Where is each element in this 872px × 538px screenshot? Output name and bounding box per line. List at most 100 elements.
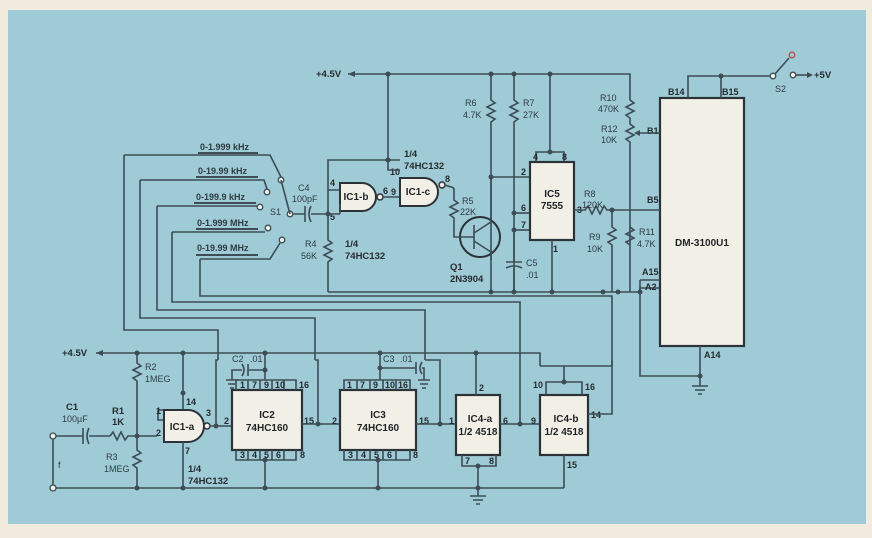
label-components-r10-ref: R10 <box>600 93 617 103</box>
label-components-c3-ref: C3 <box>383 354 395 364</box>
label-pins-ic2_bottom-2: 5 <box>264 450 269 460</box>
resistor-r6: R6 4.7K <box>463 74 497 260</box>
label-pins-ic2_bottom-3: 6 <box>276 450 281 460</box>
label-components-c1-ref: C1 <box>66 402 79 413</box>
ic4a-chip: IC4-a 1/2 4518 2 1 6 7 8 <box>449 383 508 467</box>
label-pins-dpm-3: B5 <box>647 195 659 205</box>
resistor-r7: R7 27K <box>508 74 539 292</box>
label-components-r9-value: 10K <box>587 244 603 254</box>
label-components-r6-ref: R6 <box>465 98 477 108</box>
power-switch-s2[interactable]: S2 +5V <box>769 51 832 94</box>
label-components-c4-ref: C4 <box>298 183 310 193</box>
label-pins-ic4b_top-0: 10 <box>533 380 543 390</box>
label-pins-ic4a_out: 6 <box>503 416 508 426</box>
label-pins-ic4b_top-1: 16 <box>585 382 595 392</box>
label-pins-ic4b_out: 14 <box>591 410 601 420</box>
label-components-c2-value: .01 <box>250 354 263 364</box>
range-switch-s1[interactable]: 0-1.999 kHz 0-19.99 kHz 0-199.9 kHz 0-1.… <box>124 142 294 260</box>
label-range_switch-ranges-2: 0-199.9 kHz <box>196 192 246 202</box>
label-components-r2-value: 1MEG <box>145 374 171 384</box>
ic3-chip: IC3 74HC160 1 7 9 10 16 3 4 5 6 8 2 15 <box>332 379 429 461</box>
capacitor-c2: C2 .01 <box>226 354 265 389</box>
arrow-icon <box>807 72 813 78</box>
label-pins-ic3_bottom-2: 5 <box>374 450 379 460</box>
top-supply-label: +4.5V <box>316 69 342 80</box>
label-pins-ic3_out: 15 <box>419 416 429 426</box>
label-components-r7-value: 27K <box>523 110 539 120</box>
label-chips-ic4b-name: IC4-b <box>554 414 579 425</box>
capacitor-c4: C4 100pF <box>290 183 340 223</box>
label-pins-ic1a-4: 14 <box>186 397 196 407</box>
label-components-r2-ref: R2 <box>145 362 157 372</box>
label-pins-ic1a-1: 2 <box>156 428 161 438</box>
ic5-chip: IC5 7555 4 8 2 6 7 3 1 <box>521 152 582 254</box>
capacitor-c1: C1 100µF <box>56 402 110 445</box>
label-chips-ic5-part: 7555 <box>541 201 564 212</box>
label-pins-ic4a_bottom-0: 7 <box>465 456 470 466</box>
label-pins-dpm-4: A15 <box>642 267 659 277</box>
label-gates-ic1a-fraction: 1/4 <box>188 464 202 475</box>
label-components-r6-value: 4.7K <box>463 110 482 120</box>
label-components-r4-value: 56K <box>301 251 317 261</box>
label-chips-ic2-part: 74HC160 <box>246 423 289 434</box>
label-components-r9-ref: R9 <box>589 232 601 242</box>
label-pins-ic5_bottom: 1 <box>553 244 558 254</box>
ic2-chip: IC2 74HC160 1 7 9 10 16 3 4 5 6 8 2 15 <box>224 379 314 461</box>
gate-ic1c: IC1-c 10 9 8 1/4 74HC132 <box>390 149 450 207</box>
label-pins-ic2_out: 15 <box>304 416 314 426</box>
label-components-r11-value: 4.7K <box>637 239 656 249</box>
ground-icon <box>692 376 708 395</box>
label-range_switch-ranges-3: 0-1.999 MHz <box>197 218 249 228</box>
label-pins-ic2_bottom-1: 4 <box>252 450 257 460</box>
label-chips-ic3-part: 74HC160 <box>357 423 400 434</box>
label-pins-ic5_top-0: 4 <box>533 152 538 162</box>
label-range_switch-label: S1 <box>270 207 281 217</box>
top-supply-rail: +4.5V <box>316 69 631 90</box>
label-pins-ic3_top-4: 16 <box>398 380 408 390</box>
label-pins-ic4a_top: 2 <box>479 383 484 393</box>
label-pins-ic2_bottom-4: 8 <box>300 450 305 460</box>
label-pins-dpm-5: A2 <box>645 282 657 292</box>
label-components-c4-value: 100pF <box>292 194 318 204</box>
label-pins-ic2_in: 2 <box>224 416 229 426</box>
wiper-arrow-icon <box>634 130 640 136</box>
label-pins-dpm-2: B1 <box>647 126 659 136</box>
label-components-r12-ref: R12 <box>601 124 618 134</box>
label-pins-ic3_top-1: 7 <box>360 380 365 390</box>
label-rails-bottom_supply: +4.5V <box>62 348 88 359</box>
capacitor-c5: C5 .01 <box>505 230 539 292</box>
label-components-q1-value: 2N3904 <box>450 274 484 285</box>
label-pins-ic3_bottom-1: 4 <box>361 450 366 460</box>
gate-ic1b: IC1-b 4 5 6 1/4 74HC132 <box>330 178 388 262</box>
label-pins-dpm-0: B14 <box>668 87 685 97</box>
label-gates-ic1b-name: IC1-b <box>344 192 369 203</box>
arrow-icon <box>348 71 355 77</box>
label-pins-ic1b-2: 6 <box>383 186 388 196</box>
label-components-c5-value: .01 <box>526 270 539 280</box>
label-components-r8-value: 120K <box>582 200 603 210</box>
label-components-r1-ref: R1 <box>112 406 125 417</box>
label-gates-ic1b-fraction: 1/4 <box>345 239 359 250</box>
label-pins-ic1a-2: 3 <box>206 408 211 418</box>
label-pins-ic1b-0: 4 <box>330 178 335 188</box>
label-pins-ic3_bottom-3: 6 <box>387 450 392 460</box>
label-pins-ic1b-1: 5 <box>330 212 335 222</box>
resistor-r4: R4 56K <box>301 214 334 292</box>
resistor-r3: R3 1MEG <box>104 436 143 488</box>
label-pins-ic3_top-2: 9 <box>373 380 378 390</box>
label-range_switch-ranges-4: 0-19.99 MHz <box>197 243 249 253</box>
label-components-r3-value: 1MEG <box>104 464 130 474</box>
label-pins-ic1a-0: 1 <box>156 406 161 416</box>
label-pins-ic4a_in: 1 <box>449 416 454 426</box>
label-pins-dpm-1: B15 <box>722 87 739 97</box>
label-components-r3-ref: R3 <box>106 452 118 462</box>
label-gates-ic1a-name: IC1-a <box>170 422 195 433</box>
label-chips-ic5-name: IC5 <box>544 189 560 200</box>
input-terminal[interactable]: f <box>49 432 61 492</box>
label-components-r8-ref: R8 <box>584 189 596 199</box>
label-chips-dpm-name: DM-3100U1 <box>675 238 729 249</box>
resistor-r10: R10 470K <box>598 93 619 114</box>
label-range_switch-ranges-1: 0-19.99 kHz <box>198 166 248 176</box>
label-components-r10-value: 470K <box>598 104 619 114</box>
